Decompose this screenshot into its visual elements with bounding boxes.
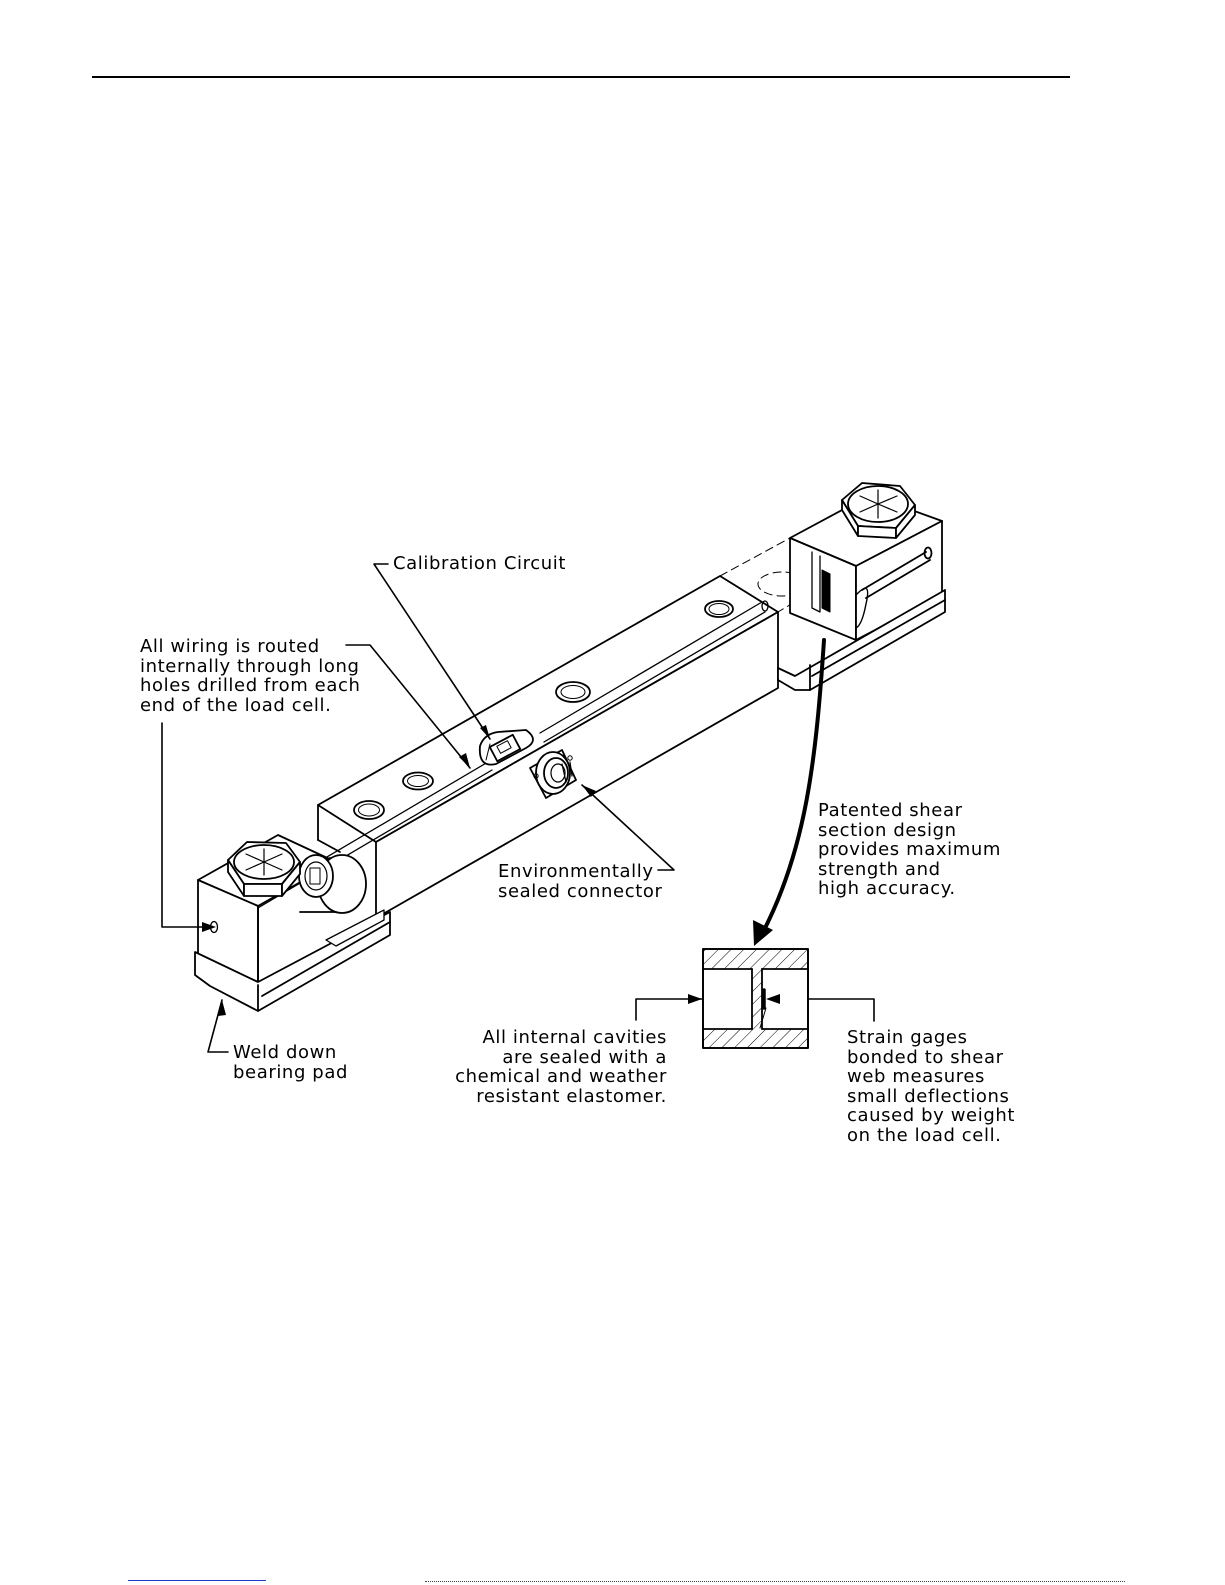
connector-label: Environmentally sealed connector (498, 861, 663, 902)
beam-mounting-holes (353, 600, 734, 820)
arrowheads (202, 725, 780, 1016)
calibration-circuit (478, 729, 534, 766)
left-bearing-pad (194, 909, 391, 1012)
load-cell-beam (317, 575, 779, 919)
right-bearing-pad (777, 589, 946, 691)
calibration-circuit-label: Calibration Circuit (393, 553, 566, 574)
shear-section-label: Patented shear section design provides m… (818, 800, 1001, 899)
internal-wiring-holes (214, 600, 769, 933)
top-rule (92, 76, 1070, 78)
footer-divider (425, 1581, 1125, 1582)
strain-gages-label: Strain gages bonded to shear web measure… (847, 1027, 1016, 1146)
cavities-label: All internal cavities are sealed with a … (455, 1027, 667, 1107)
section-view-arrow (760, 638, 826, 936)
sealed-connector (529, 749, 577, 799)
bearing-pad-label: Weld down bearing pad (233, 1042, 348, 1083)
footer-link[interactable] (128, 1580, 266, 1581)
right-hex-bolt (841, 482, 916, 539)
wiring-label: All wiring is routed internally through … (140, 636, 361, 716)
left-hex-bolt (227, 841, 301, 897)
leader-lines (161, 563, 875, 1053)
shear-section-view (702, 948, 809, 1049)
